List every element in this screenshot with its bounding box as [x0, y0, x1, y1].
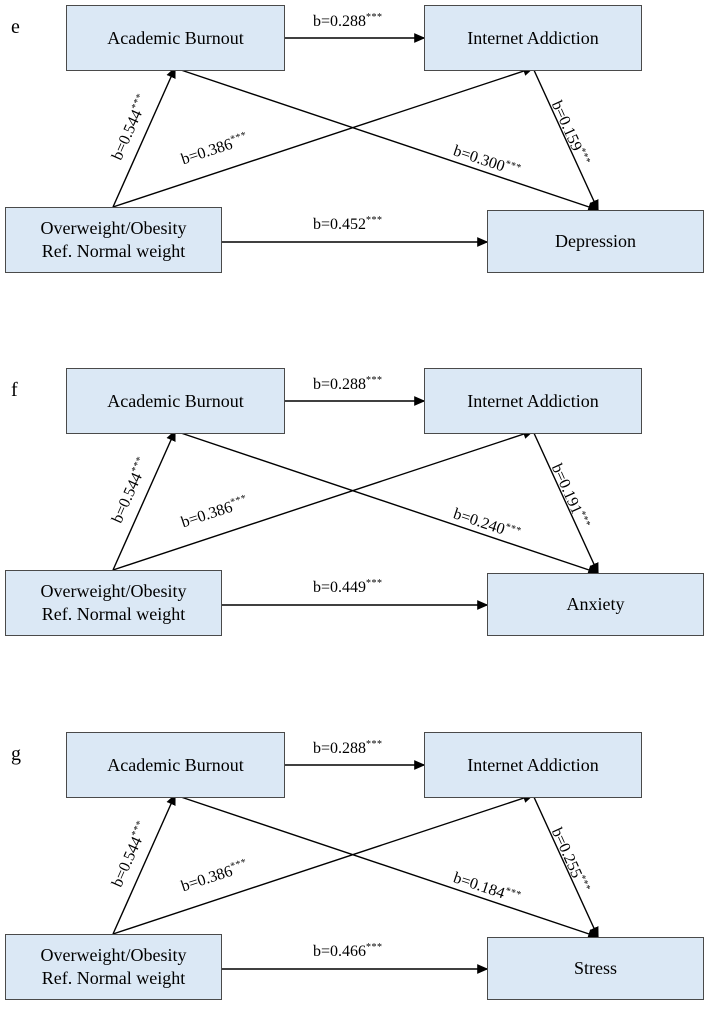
node-label: Internet Addiction — [467, 754, 599, 775]
node-academic-burnout: Academic Burnout — [66, 5, 285, 71]
node-internet-addiction: Internet Addiction — [424, 368, 642, 434]
node-academic-burnout: Academic Burnout — [66, 732, 285, 798]
panel-f: f Academic Burnout Internet Addiction Ov… — [0, 363, 708, 653]
node-label-line1: Overweight/Obesity — [40, 581, 187, 601]
label-ow-out: b=0.449*** — [313, 578, 383, 596]
arrow-ow-ab — [112, 793, 176, 935]
node-label: Internet Addiction — [467, 390, 599, 411]
arrow-ow-ia — [112, 429, 535, 571]
node-label: Academic Burnout — [107, 27, 244, 48]
label-ow-out: b=0.452*** — [313, 215, 383, 233]
panel-e: e Academic Burnout Internet Addiction Ov… — [0, 0, 708, 290]
node-label-line1: Overweight/Obesity — [40, 945, 187, 965]
node-internet-addiction: Internet Addiction — [424, 5, 642, 71]
panel-letter: f — [11, 379, 18, 401]
arrow-ow-ia — [112, 66, 535, 208]
label-ab-ia: b=0.288*** — [313, 739, 383, 757]
node-outcome: Stress — [487, 937, 704, 1000]
panel-arrows — [112, 760, 600, 974]
node-label: Anxiety — [566, 594, 625, 614]
node-label: Depression — [555, 231, 636, 251]
arrow-ow-ab — [112, 66, 176, 208]
arrow-ab-out — [174, 794, 600, 939]
node-label: Stress — [573, 958, 617, 978]
node-overweight-obesity: Overweight/Obesity Ref. Normal weight — [5, 207, 222, 273]
node-label-line1: Overweight/Obesity — [40, 218, 187, 238]
panel-arrows — [112, 396, 600, 610]
node-label-line2: Ref. Normal weight — [41, 604, 186, 624]
arrow-ow-ia — [112, 793, 535, 935]
label-ab-ia: b=0.288*** — [313, 12, 383, 30]
arrow-ow-ab — [112, 429, 176, 571]
panel-g: g Academic Burnout Internet Addiction Ov… — [0, 727, 708, 1017]
arrow-ab-out — [174, 430, 600, 575]
arrow-ia-out — [532, 430, 599, 575]
node-outcome: Depression — [487, 210, 704, 273]
label-ow-out: b=0.466*** — [313, 942, 383, 960]
arrow-ia-out — [532, 794, 599, 939]
panel-letter: e — [11, 16, 20, 38]
arrow-ab-out — [174, 67, 600, 212]
node-label: Academic Burnout — [107, 754, 244, 775]
node-overweight-obesity: Overweight/Obesity Ref. Normal weight — [5, 570, 222, 636]
node-label-line2: Ref. Normal weight — [41, 241, 186, 261]
arrow-ia-out — [532, 67, 599, 212]
panel-letter: g — [11, 743, 21, 765]
panel-arrows — [112, 33, 600, 247]
node-academic-burnout: Academic Burnout — [66, 368, 285, 434]
node-label-line2: Ref. Normal weight — [41, 968, 186, 988]
node-overweight-obesity: Overweight/Obesity Ref. Normal weight — [5, 934, 222, 1000]
node-outcome: Anxiety — [487, 573, 704, 636]
node-internet-addiction: Internet Addiction — [424, 732, 642, 798]
node-label: Internet Addiction — [467, 27, 599, 48]
node-label: Academic Burnout — [107, 390, 244, 411]
label-ab-ia: b=0.288*** — [313, 375, 383, 393]
